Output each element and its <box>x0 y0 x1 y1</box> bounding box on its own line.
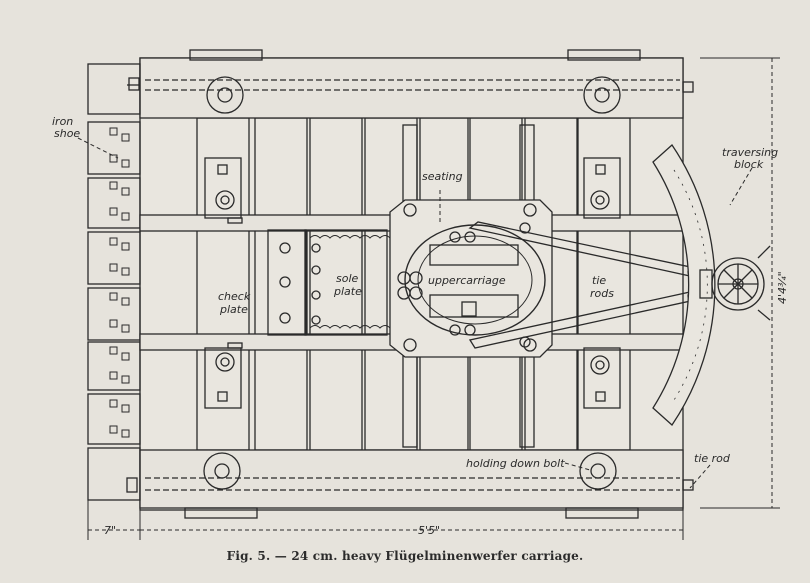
tie-rods-label-2: rods <box>590 287 614 300</box>
iron-shoe-label-2: shoe <box>54 127 80 140</box>
bottom-beam <box>87 447 694 519</box>
upper-carriage <box>389 199 553 358</box>
figure-caption: Fig. 5. — 24 cm. heavy Flügelminenwerfer… <box>226 549 584 563</box>
dimension-width: 5'5" <box>418 524 440 537</box>
iron-shoes <box>87 121 141 445</box>
check-plate <box>267 229 321 336</box>
upper-carriage-label: uppercarriage <box>428 274 506 287</box>
leader-lines <box>77 137 753 489</box>
holding-down-bolt-label: holding down bolt <box>466 457 565 470</box>
traversing-arc <box>652 144 716 426</box>
check-plate-label: check <box>218 290 251 303</box>
top-beam <box>87 49 694 119</box>
dimension-left-offset: 7" <box>104 524 116 537</box>
clamp-plates <box>204 157 621 409</box>
traversing-label: traversing <box>722 146 778 159</box>
sole-plate <box>304 229 391 336</box>
dimension-lines <box>87 57 780 540</box>
beam-bolts <box>203 76 621 490</box>
traversing-block <box>699 245 771 321</box>
tie-rod-label: tie rod <box>694 452 731 465</box>
diagram-labels: iron shoe seating traversing block check… <box>52 115 789 537</box>
seating-label: seating <box>422 170 463 183</box>
traversing-label-2: block <box>734 158 764 171</box>
tie-rods-label: tie <box>592 274 606 287</box>
iron-shoe-label: iron <box>52 115 73 128</box>
sole-plate-label: sole <box>336 272 359 285</box>
sole-plate-label-2: plate <box>333 285 362 298</box>
check-plate-label-2: plate <box>219 303 248 316</box>
dimension-height: 4'4¾" <box>776 271 789 304</box>
